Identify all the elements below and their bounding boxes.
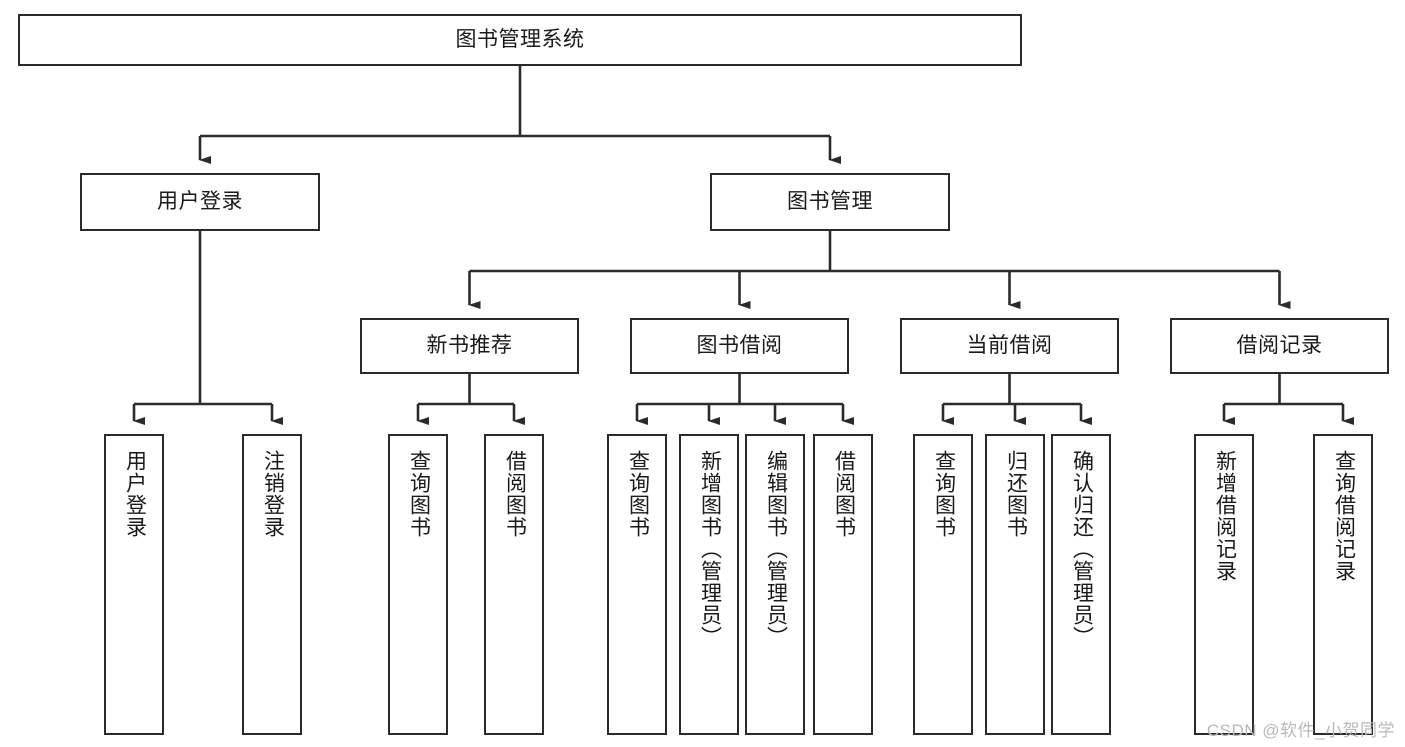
node-current-borrow[interactable]: 当前借阅 — [900, 318, 1119, 374]
node-leaf-add-record[interactable]: 新增借阅记录 — [1194, 434, 1254, 735]
node-leaf-query-book-borrow[interactable]: 查询图书 — [607, 434, 667, 735]
node-leaf-query-book-cur[interactable]: 查询图书 — [913, 434, 973, 735]
node-leaf-confirm-return[interactable]: 确认归还（管理员） — [1051, 434, 1111, 735]
node-label: 图书借阅 — [696, 334, 783, 358]
node-label: 用户登录 — [157, 190, 243, 214]
node-new-book-rec[interactable]: 新书推荐 — [360, 318, 579, 374]
node-label: 归还图书 — [1004, 450, 1028, 538]
node-user-login[interactable]: 用户登录 — [80, 173, 320, 231]
node-leaf-edit-book[interactable]: 编辑图书（管理员） — [745, 434, 805, 735]
node-label: 图书管理 — [787, 190, 873, 214]
node-label: 确认归还（管理员） — [1070, 450, 1094, 648]
node-label: 图书管理系统 — [455, 28, 585, 52]
node-book-borrow[interactable]: 图书借阅 — [630, 318, 849, 374]
node-root[interactable]: 图书管理系统 — [18, 14, 1022, 66]
node-leaf-query-book-rec[interactable]: 查询图书 — [388, 434, 448, 735]
node-label: 编辑图书（管理员） — [764, 450, 788, 648]
node-label: 新增图书（管理员） — [698, 450, 722, 648]
node-label: 借阅记录 — [1236, 334, 1323, 358]
node-leaf-logout[interactable]: 注销登录 — [242, 434, 302, 735]
node-label: 注销登录 — [261, 450, 285, 538]
node-leaf-query-record[interactable]: 查询借阅记录 — [1313, 434, 1373, 735]
node-leaf-return-book[interactable]: 归还图书 — [985, 434, 1045, 735]
node-label: 查询图书 — [407, 450, 431, 538]
node-leaf-borrow-book[interactable]: 借阅图书 — [813, 434, 873, 735]
node-book-manage[interactable]: 图书管理 — [710, 173, 950, 231]
node-label: 当前借阅 — [966, 334, 1053, 358]
node-label: 新增借阅记录 — [1213, 450, 1237, 582]
node-label: 新书推荐 — [426, 334, 513, 358]
node-label: 查询图书 — [932, 450, 956, 538]
node-label: 用户登录 — [123, 450, 147, 538]
node-label: 借阅图书 — [832, 450, 856, 538]
node-label: 查询图书 — [626, 450, 650, 538]
node-leaf-user-login[interactable]: 用户登录 — [104, 434, 164, 735]
node-leaf-add-book[interactable]: 新增图书（管理员） — [679, 434, 739, 735]
node-leaf-borrow-book-rec[interactable]: 借阅图书 — [484, 434, 544, 735]
node-borrow-record[interactable]: 借阅记录 — [1170, 318, 1389, 374]
node-label: 借阅图书 — [503, 450, 527, 538]
node-label: 查询借阅记录 — [1332, 450, 1356, 582]
